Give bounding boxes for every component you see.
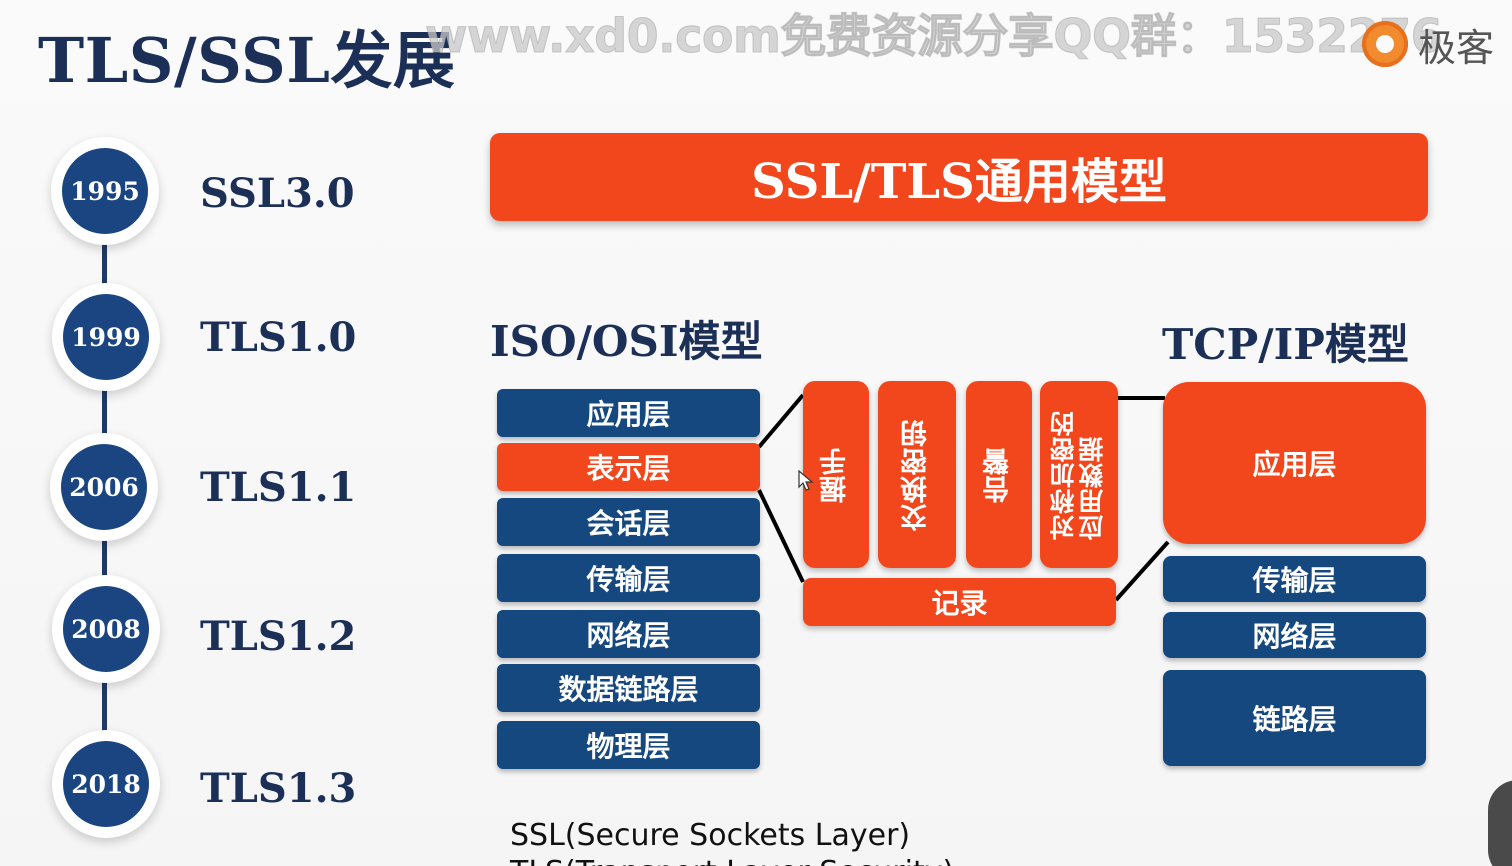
ssl-record-layer: 记录	[803, 578, 1116, 626]
year-label: 1995	[62, 148, 148, 234]
ssl-box-app-data: 对称加密的 应用数据	[1040, 381, 1118, 568]
year-label: 2018	[63, 741, 149, 827]
ssl-box-handshake: 握手	[803, 381, 869, 568]
watermark-text: www.xd0.com免费资源分享QQ群：1532276	[424, 9, 1443, 64]
tcpip-model-title: TCP/IP模型	[1162, 320, 1409, 369]
ssl-box-key-exchange: 交换密钥	[878, 381, 956, 568]
osi-layer-application: 应用层	[497, 389, 760, 437]
version-label: SSL3.0	[200, 170, 355, 217]
version-label: TLS1.2	[200, 613, 357, 660]
timeline-node-1995: 1995	[51, 137, 159, 245]
connector-line	[757, 489, 805, 583]
osi-layer-presentation: 表示层	[497, 443, 760, 491]
floating-control-handle[interactable]	[1488, 780, 1512, 866]
ssl-box-label: 对称加密的 应用数据	[1049, 409, 1107, 540]
mouse-cursor-icon	[798, 470, 814, 491]
version-label: TLS1.1	[200, 464, 357, 511]
timeline-node-2006: 2006	[50, 433, 158, 541]
year-label: 2006	[61, 444, 147, 530]
footnote-tls: TLS(Transport Layer Security)	[510, 855, 954, 866]
tcpip-layer-transport: 传输层	[1163, 556, 1426, 602]
version-label: TLS1.3	[200, 765, 357, 812]
tcpip-layer-network: 网络层	[1163, 612, 1426, 658]
footnote-ssl: SSL(Secure Sockets Layer)	[510, 818, 911, 853]
osi-layer-datalink: 数据链路层	[497, 664, 760, 712]
timeline-node-1999: 1999	[52, 283, 160, 391]
osi-model-title: ISO/OSI模型	[490, 317, 763, 366]
timeline-node-2008: 2008	[52, 575, 160, 683]
version-label: TLS1.0	[200, 314, 357, 361]
connector-line	[757, 393, 805, 449]
tcpip-layer-link: 链路层	[1163, 670, 1426, 766]
ssl-box-label: 告警	[983, 446, 1015, 503]
year-label: 1999	[63, 294, 149, 380]
page-title: TLS/SSL发展	[38, 24, 456, 97]
osi-layer-session: 会话层	[497, 498, 760, 546]
geek-logo-icon	[1362, 21, 1408, 67]
connector-line	[1114, 540, 1170, 602]
ssl-box-alert: 告警	[966, 381, 1032, 568]
logo-text: 极客	[1418, 25, 1495, 70]
timeline-node-2018: 2018	[52, 730, 160, 838]
year-label: 2008	[63, 586, 149, 672]
ssl-box-label: 握手	[820, 446, 852, 503]
tcpip-layer-application: 应用层	[1163, 382, 1426, 544]
ssl-box-label: 交换密钥	[901, 418, 933, 531]
osi-layer-network: 网络层	[497, 610, 760, 658]
brand-logo: 极客	[1362, 14, 1512, 74]
model-banner: SSL/TLS通用模型	[490, 133, 1428, 221]
osi-layer-transport: 传输层	[497, 554, 760, 602]
osi-layer-physical: 物理层	[497, 721, 760, 769]
